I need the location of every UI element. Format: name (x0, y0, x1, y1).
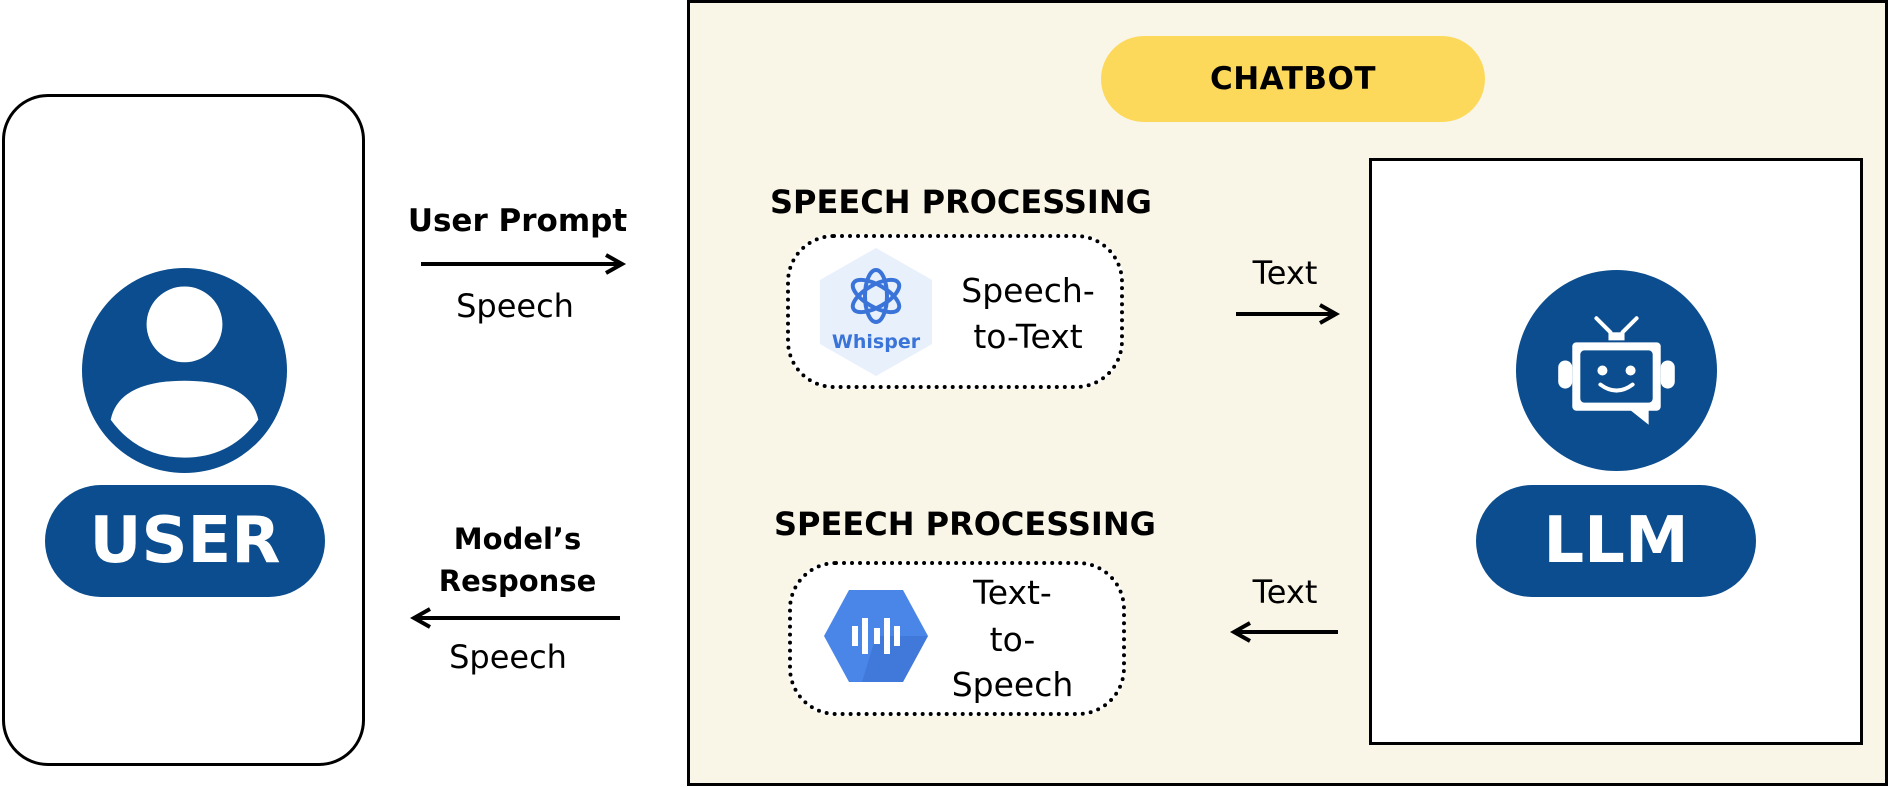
tts-line1: Text- (973, 573, 1052, 612)
text-from-llm-label: Text (1252, 573, 1318, 611)
user-label: USER (45, 485, 325, 597)
prompt-speech-label: Speech (456, 287, 574, 325)
tts-line3: Speech (951, 665, 1074, 704)
text-from-llm-arrow (1230, 621, 1338, 643)
user-avatar-icon (82, 268, 287, 473)
user-prompt-label: User Prompt (407, 203, 628, 239)
llm-label: LLM (1476, 485, 1756, 597)
text-to-llm-arrow (1236, 303, 1340, 325)
response-title-line1: Model’s (453, 522, 582, 556)
response-speech-label: Speech (449, 638, 567, 676)
text-to-llm-label: Text (1252, 254, 1318, 292)
tts-box (788, 561, 1126, 716)
whisper-logo-text: Whisper (832, 331, 921, 353)
whisper-logo-icon: Whisper (820, 248, 932, 376)
stt-line2: to-Text (973, 317, 1083, 356)
response-arrow (410, 607, 620, 629)
response-title-line2: Response (438, 564, 597, 598)
robot-icon (1516, 270, 1717, 471)
chatbot-label: CHATBOT (1101, 36, 1485, 122)
tts-section-title: SPEECH PROCESSING (774, 505, 1156, 543)
prompt-arrow (421, 253, 627, 275)
tts-line2: to- (989, 620, 1036, 659)
stt-section-title: SPEECH PROCESSING (770, 183, 1152, 221)
google-tts-logo-icon (824, 590, 928, 682)
stt-line1: Speech- (961, 271, 1095, 310)
